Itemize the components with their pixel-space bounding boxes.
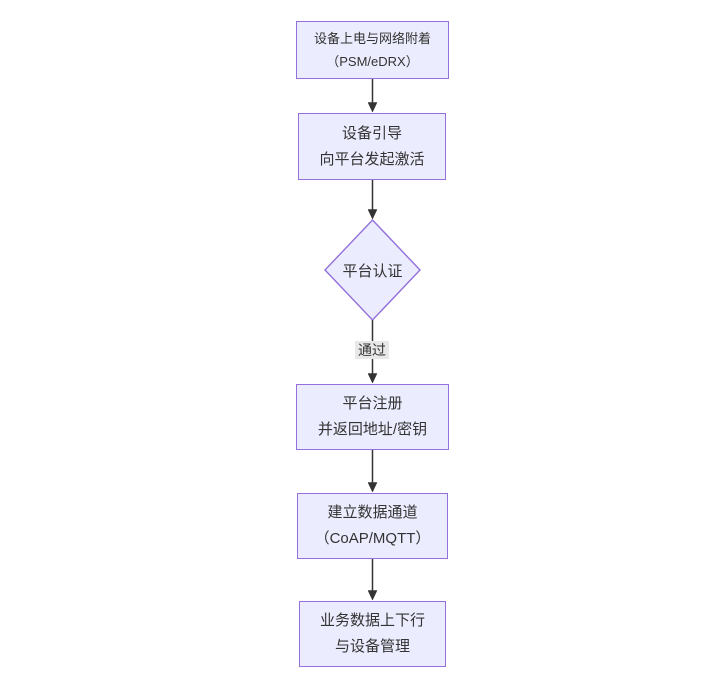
arrowhead-c-d [367, 373, 378, 384]
arrowhead-a-b [367, 102, 378, 113]
edge-label-pass: 通过 [355, 341, 389, 359]
node-label-line1: 业务数据上下行 [319, 612, 425, 629]
node-label-line2: 与设备管理 [334, 638, 410, 655]
node-label-line1: 设备引导 [341, 124, 402, 142]
arrowhead-e-f [367, 590, 378, 601]
node-device-bootstrap-activate: 设备引导 向平台发起激活 [298, 113, 446, 180]
node-label-line1: 平台注册 [342, 395, 403, 412]
arrowhead-b-c [367, 209, 378, 220]
edge-label-text: 通过 [358, 342, 386, 358]
node-label-line2: （PSM/eDRX） [326, 54, 419, 69]
node-label-line1: 设备上电与网络附着 [313, 31, 431, 46]
node-label-line1: 平台认证 [342, 262, 403, 280]
node-label-line2: 并返回地址/密钥 [317, 421, 428, 438]
node-business-data-device-mgmt: 业务数据上下行 与设备管理 [299, 601, 446, 667]
node-label-line2: 向平台发起激活 [319, 150, 425, 168]
node-device-power-network-attach: 设备上电与网络附着 （PSM/eDRX） [296, 21, 449, 79]
node-label-line1: 建立数据通道 [327, 504, 418, 521]
decision-platform-auth-label: 平台认证 [325, 258, 420, 282]
arrowhead-d-e [367, 482, 378, 493]
node-establish-data-channel: 建立数据通道 （CoAP/MQTT） [297, 493, 448, 559]
node-label-line2: （CoAP/MQTT） [314, 530, 431, 547]
node-platform-register: 平台注册 并返回地址/密钥 [296, 384, 449, 450]
